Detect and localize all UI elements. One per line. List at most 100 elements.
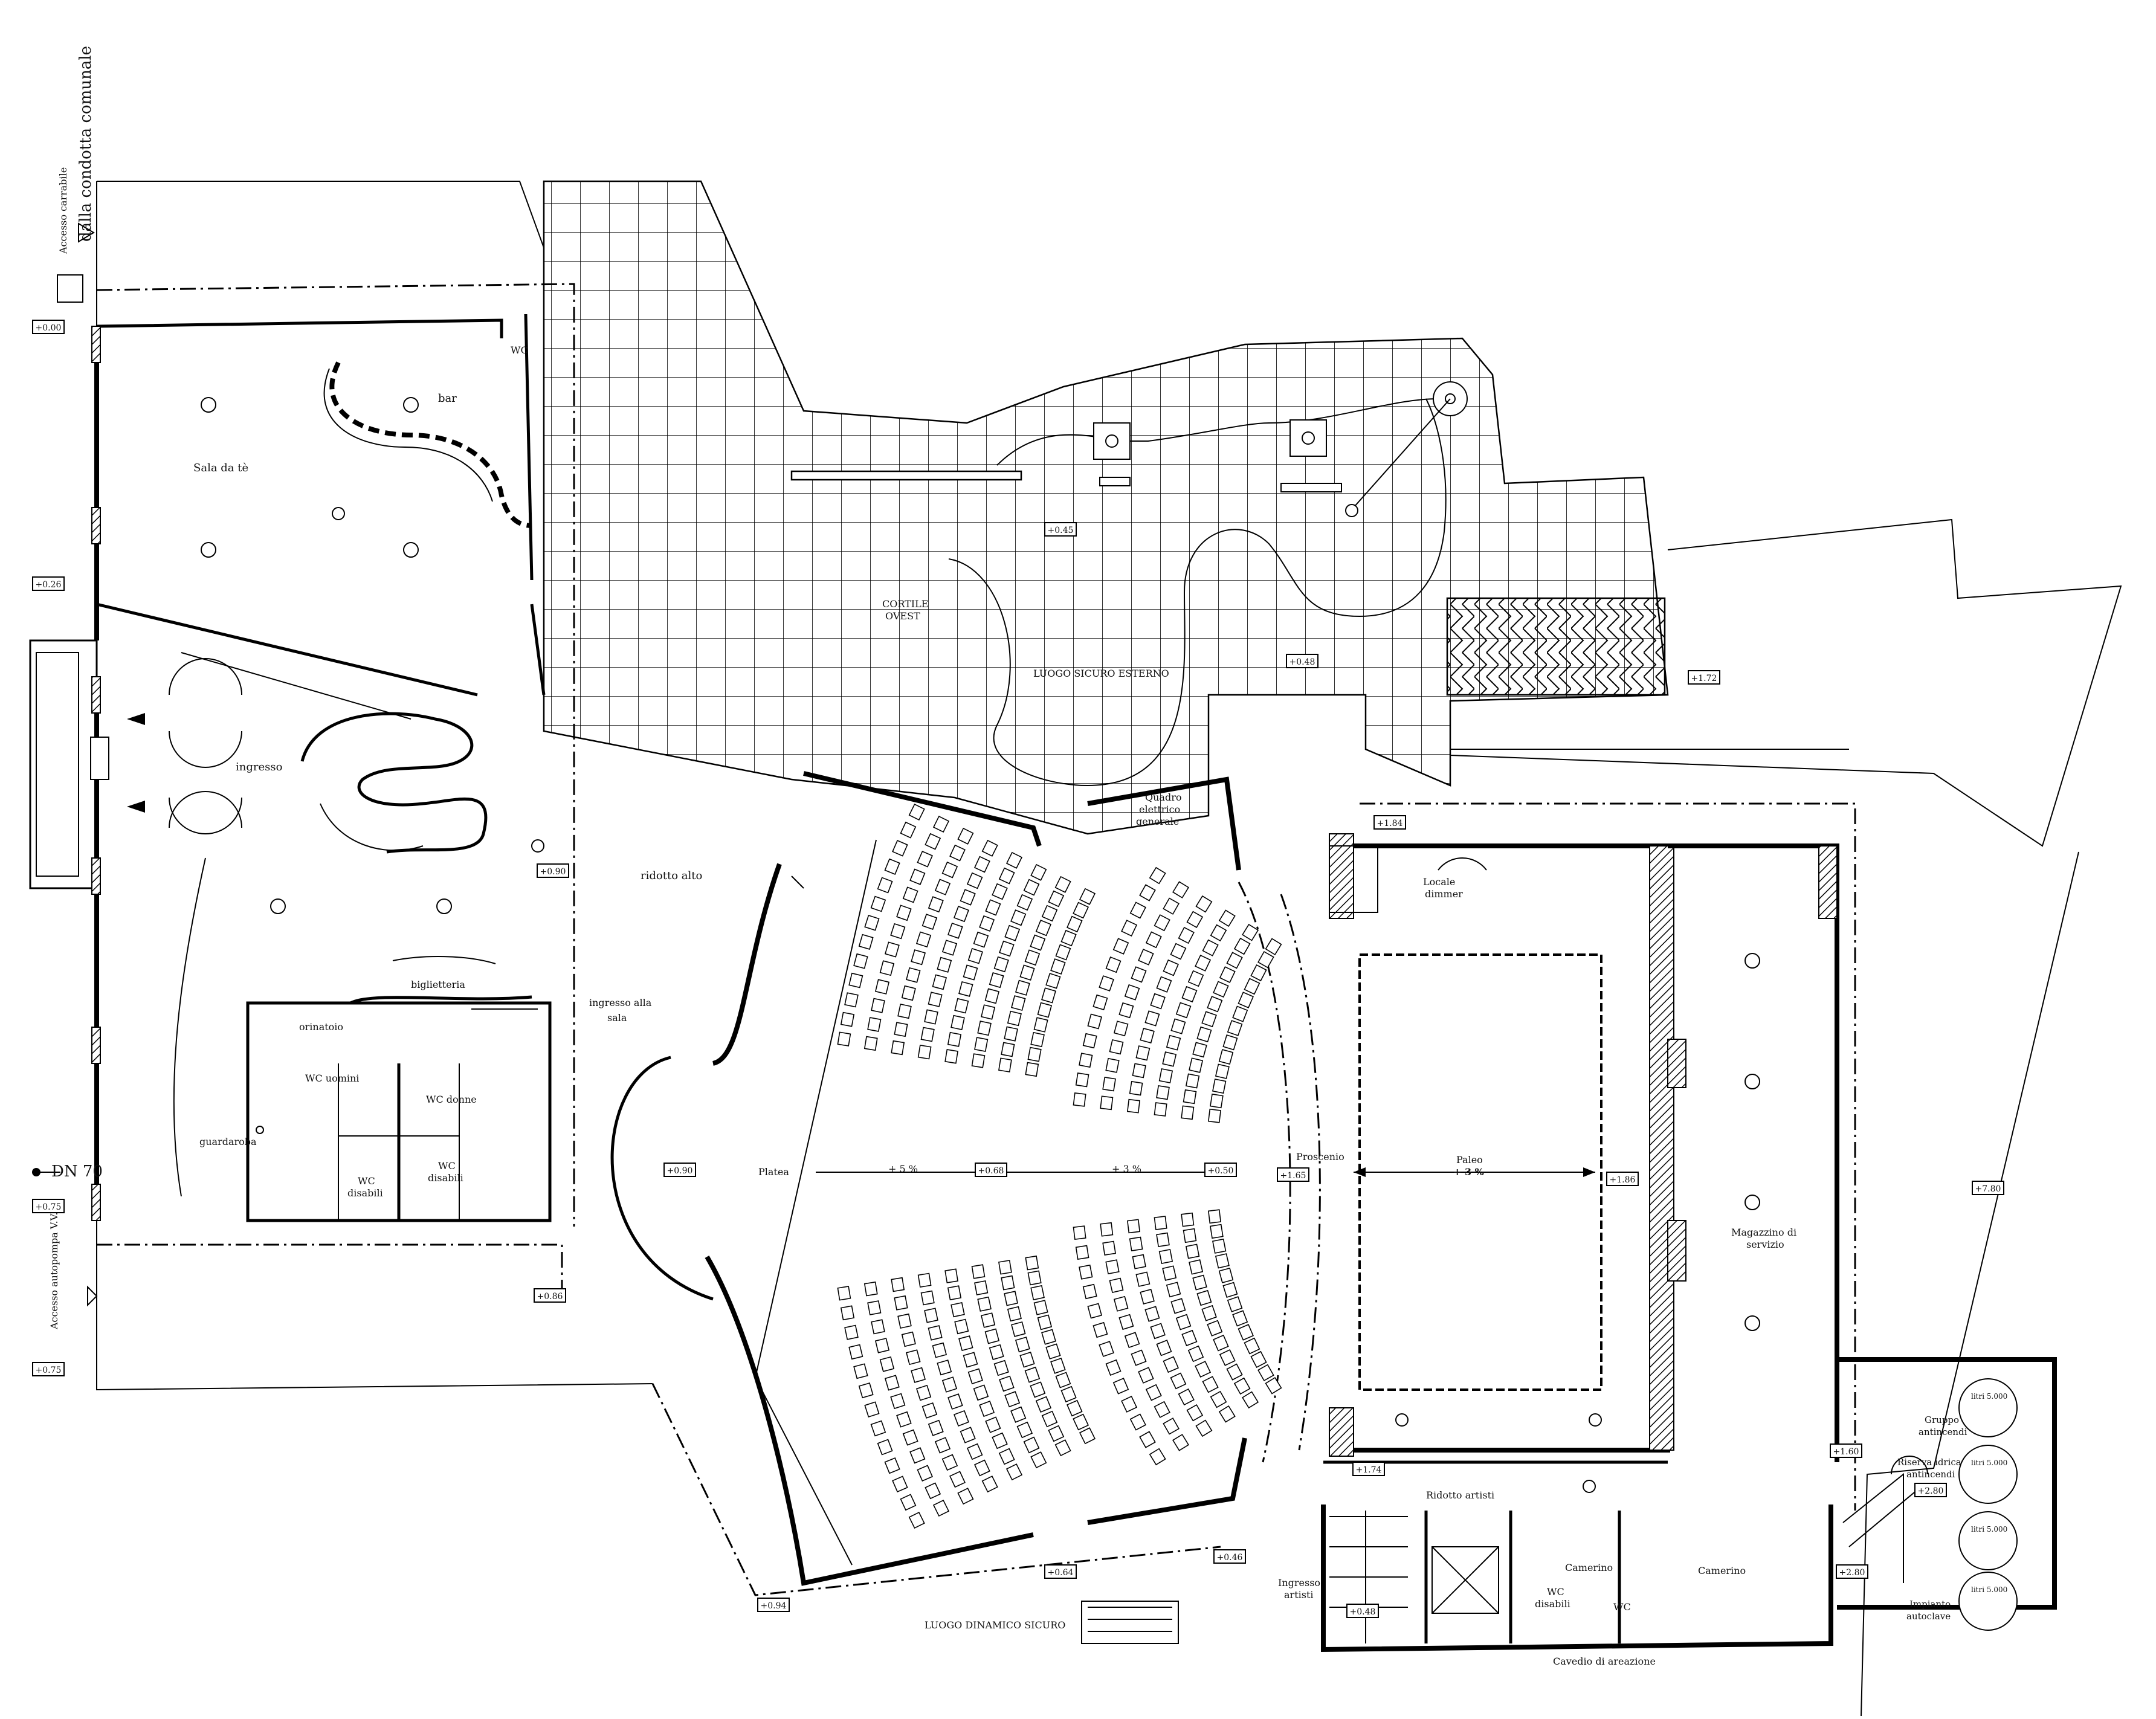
seat [951,1301,965,1318]
seat [1238,992,1254,1008]
room-wc-disabili-1a: WC [358,1175,375,1187]
seat [1033,1017,1048,1033]
room-magazzino-1: Magazzino di [1731,1227,1796,1238]
tank-label-4: litri 5.000 [1971,1585,2007,1594]
seat [1187,970,1204,987]
seat [932,1499,950,1517]
foyer-ceiling-lights [201,397,544,914]
seat [957,1488,974,1505]
terrain-outlines [1450,518,2122,1717]
seat [932,815,950,833]
level-marker-l046: +0.46 [1213,1549,1246,1564]
seat [932,974,947,990]
level-text-l046: +0.46 [1217,1553,1243,1563]
seat [973,931,989,948]
seat [1099,1341,1114,1357]
courtyard-planter-icon [1105,434,1118,448]
seat [1232,1310,1248,1327]
seat [1055,1372,1071,1388]
seat [947,1393,963,1410]
level-marker-l064: +0.64 [1044,1564,1077,1579]
seat [1238,1324,1254,1341]
seat [1005,1463,1023,1481]
level-marker-l050: +0.50 [1204,1163,1237,1177]
seat [1156,1085,1170,1100]
seat [1027,1047,1042,1062]
seat [999,1375,1015,1392]
room-ridotto-alto: ridotto alto [641,869,702,882]
seat [1195,1419,1213,1437]
seat [1226,1363,1243,1381]
seat [1112,938,1129,955]
seat [896,1411,912,1428]
seat [1135,1271,1151,1287]
seat [1150,1323,1166,1340]
seat [1257,950,1274,969]
room-cavedio: Cavedio di areazione [1553,1656,1656,1667]
level-marker-l280b: +2.80 [1836,1564,1868,1579]
seat [915,1384,932,1401]
seat [917,1272,932,1288]
room-wc-small: WC [1613,1601,1631,1613]
seat [966,1443,983,1460]
seat [1019,964,1035,981]
seat [1196,1289,1212,1306]
seat [1030,1031,1045,1048]
seat [911,949,926,966]
seat [1162,1265,1177,1281]
seat [1102,1077,1116,1092]
room-camerino-1: Camerino [1565,1562,1613,1573]
seat [1060,1385,1077,1403]
seat [906,967,921,983]
room-wc-top: WC [511,344,528,356]
seat [1132,1063,1146,1079]
level-marker-l045: +0.45 [1044,522,1077,537]
seat [1222,1034,1238,1051]
seat [1178,1388,1195,1406]
seat [979,915,995,932]
seat [1041,905,1058,922]
seat [844,992,859,1008]
seat [1105,1359,1122,1376]
seat [1218,1049,1234,1065]
seat [894,1022,908,1037]
level-text-l026: +0.26 [36,580,62,590]
seat [1172,881,1189,898]
seat [1131,966,1147,983]
seat [1215,1063,1230,1079]
seat [920,1290,935,1306]
seat [1099,975,1114,992]
seat [848,972,863,989]
seat [992,1432,1008,1450]
seat [949,1471,966,1488]
level-text-l075b: +0.75 [36,1366,62,1375]
room-quadro-3: generale [1136,816,1179,827]
seat [1149,866,1166,885]
slope-platea-5: + 5 % [888,1163,918,1175]
seat [1227,1020,1243,1036]
room-ingresso-sala-2: sala [607,1012,627,1024]
seat [1045,973,1061,989]
seat [1195,895,1213,913]
seat [1213,981,1229,998]
level-text-l280a: +2.80 [1918,1486,1944,1496]
tank-label-1: litri 5.000 [1971,1392,2007,1401]
seat [998,1448,1015,1465]
seat [1154,1401,1170,1418]
seat [924,1009,938,1025]
seat [906,1349,921,1366]
seat [1175,1002,1192,1019]
level-text-l780: +7.80 [1975,1184,2001,1194]
level-marker-l048b: +0.48 [1346,1604,1379,1618]
seat [879,960,895,976]
seat [1073,1225,1086,1240]
seat [884,941,900,958]
seat [981,1004,996,1020]
room-ingresso: ingresso [236,761,282,773]
seat [947,1031,962,1047]
label-dn: DN 70 [51,1163,103,1181]
level-text-l090b: +0.90 [667,1166,693,1176]
seat [863,1036,878,1051]
level-marker-l160: +1.60 [1830,1443,1862,1458]
